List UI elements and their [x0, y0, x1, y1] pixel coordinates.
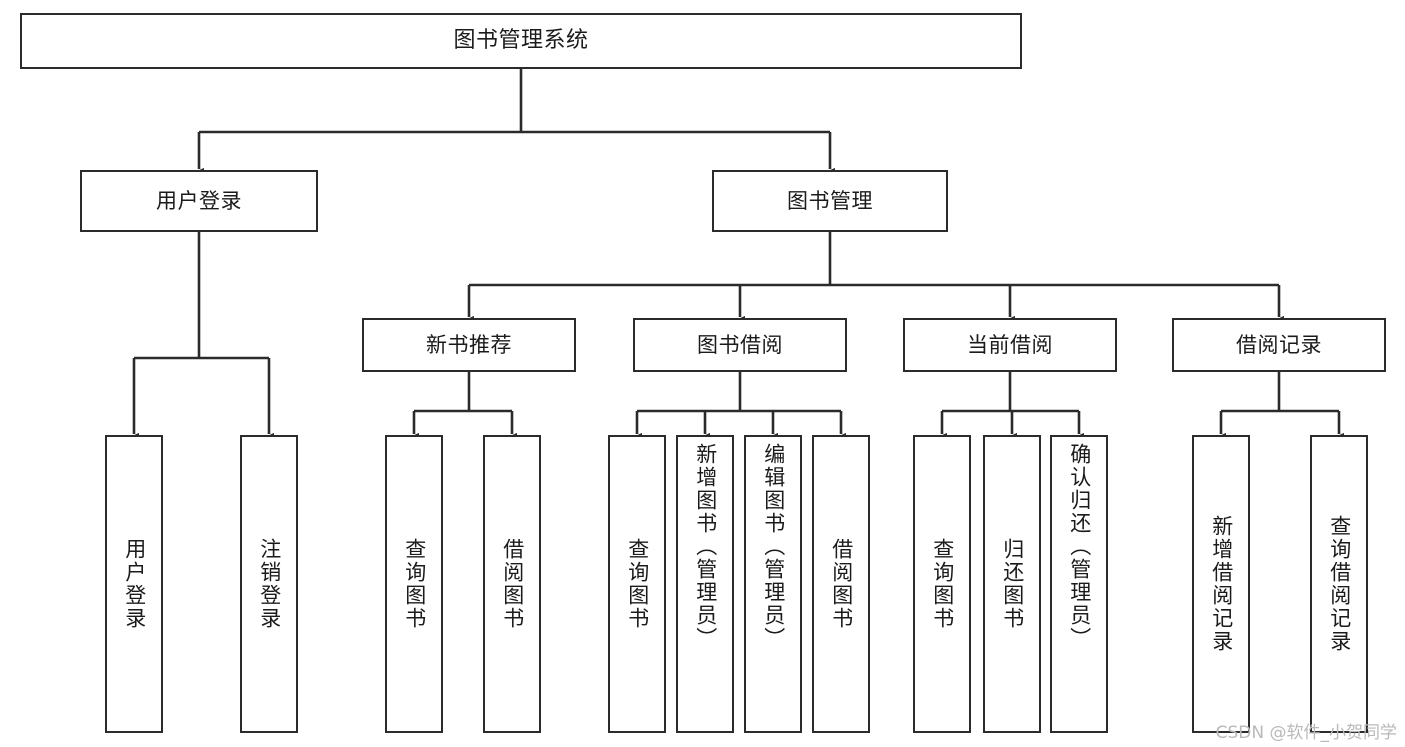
node-label: 借阅图书 — [500, 538, 525, 630]
node-label: 新增借阅记录 — [1209, 515, 1234, 653]
node-label: 借阅图书 — [829, 538, 854, 630]
node-label: 编辑图书（管理员） — [761, 443, 786, 650]
node-borrow-record[interactable]: 借阅记录 — [1172, 318, 1386, 372]
node-leaf-borrow-book-2[interactable]: 借阅图书 — [812, 435, 870, 733]
node-label: 新书推荐 — [426, 332, 512, 357]
node-label: 用户登录 — [122, 538, 147, 630]
node-root[interactable]: 图书管理系统 — [20, 13, 1022, 69]
node-leaf-add-book[interactable]: 新增图书（管理员） — [676, 435, 734, 733]
node-leaf-query-book-3[interactable]: 查询图书 — [913, 435, 971, 733]
node-leaf-return-book[interactable]: 归还图书 — [983, 435, 1041, 733]
node-user-login[interactable]: 用户登录 — [80, 170, 318, 232]
node-book-manage[interactable]: 图书管理 — [712, 170, 948, 232]
node-book-borrow[interactable]: 图书借阅 — [633, 318, 847, 372]
node-label: 确认归还（管理员） — [1067, 443, 1092, 650]
node-label: 用户登录 — [156, 188, 242, 213]
node-leaf-query-book-2[interactable]: 查询图书 — [608, 435, 666, 733]
node-new-book-recommend[interactable]: 新书推荐 — [362, 318, 576, 372]
node-label: 图书管理 — [787, 188, 873, 213]
node-label: 查询图书 — [625, 538, 650, 630]
node-current-borrow[interactable]: 当前借阅 — [903, 318, 1117, 372]
node-label: 新增图书（管理员） — [693, 443, 718, 650]
node-label: 注销登录 — [257, 538, 282, 630]
node-leaf-user-login[interactable]: 用户登录 — [105, 435, 163, 733]
node-label: 图书管理系统 — [453, 28, 589, 54]
node-label: 查询借阅记录 — [1327, 515, 1352, 653]
node-label: 当前借阅 — [967, 332, 1053, 357]
node-label: 借阅记录 — [1236, 332, 1322, 357]
node-leaf-query-record[interactable]: 查询借阅记录 — [1310, 435, 1368, 733]
node-label: 查询图书 — [930, 538, 955, 630]
node-label: 图书借阅 — [697, 332, 783, 357]
node-label: 归还图书 — [1000, 538, 1025, 630]
node-leaf-confirm-return[interactable]: 确认归还（管理员） — [1050, 435, 1108, 733]
node-leaf-borrow-book-1[interactable]: 借阅图书 — [483, 435, 541, 733]
watermark-text: CSDN @软件_小贺同学 — [1215, 723, 1397, 743]
node-leaf-add-record[interactable]: 新增借阅记录 — [1192, 435, 1250, 733]
node-label: 查询图书 — [402, 538, 427, 630]
node-leaf-logout[interactable]: 注销登录 — [240, 435, 298, 733]
node-leaf-query-book-1[interactable]: 查询图书 — [385, 435, 443, 733]
node-leaf-edit-book[interactable]: 编辑图书（管理员） — [744, 435, 802, 733]
